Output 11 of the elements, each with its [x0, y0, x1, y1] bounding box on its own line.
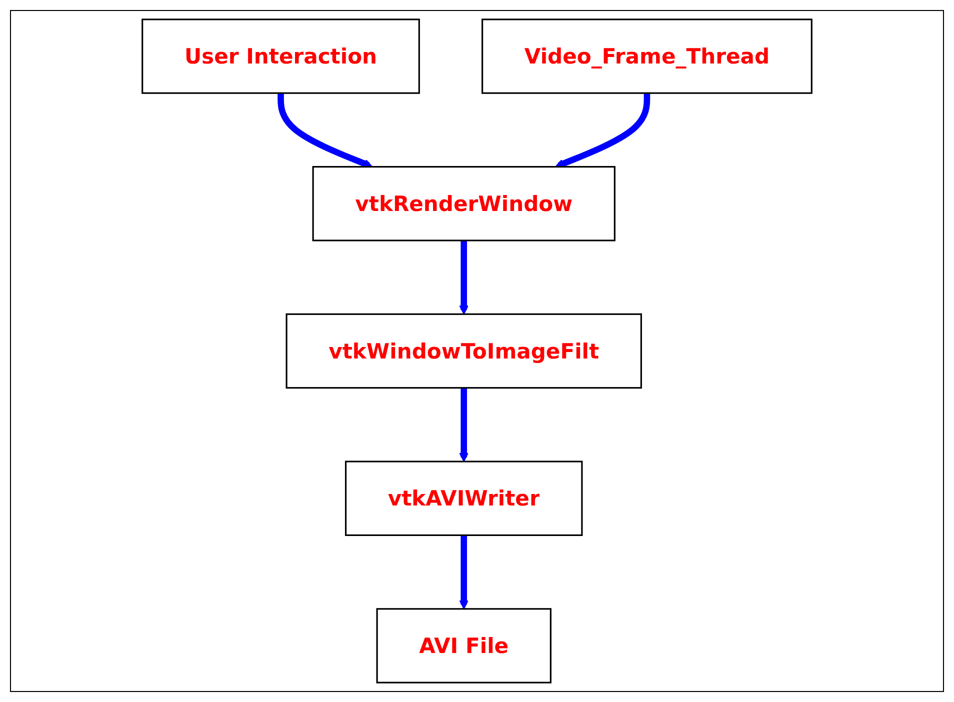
node-box: vtkRenderWindow: [312, 166, 616, 242]
arrow: [459, 240, 468, 315]
node-box: User Interaction: [142, 18, 420, 94]
arrow: [278, 93, 373, 168]
arrow: [555, 93, 650, 168]
arrow: [459, 388, 468, 462]
node-box: vtkAVIWriter: [344, 460, 583, 536]
arrow: [459, 535, 468, 610]
node-box: AVI File: [376, 608, 552, 684]
node-box: vtkWindowToImageFilt: [286, 313, 642, 389]
node-box: Video_Frame_Thread: [482, 18, 812, 94]
